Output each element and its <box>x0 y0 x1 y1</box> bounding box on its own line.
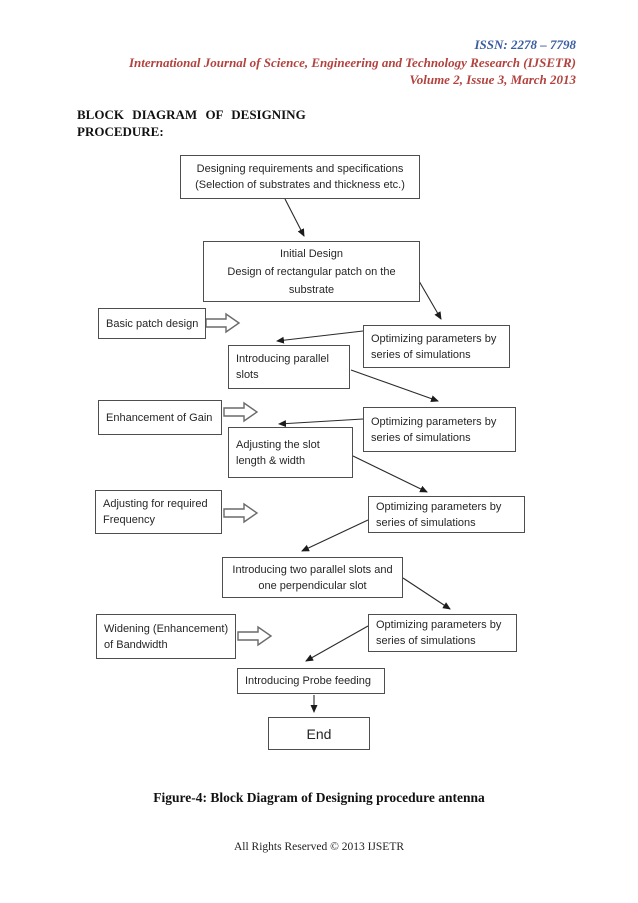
copyright-footer: All Rights Reserved © 2013 IJSETR <box>233 841 405 853</box>
node-text-line: Widening (Enhancement) <box>104 622 229 635</box>
flowchart-node-optimizing3: Optimizing parameters by series of simul… <box>368 496 525 533</box>
node-text-line: End <box>306 725 332 742</box>
section-title: BLOCK DIAGRAM OF DESIGNING PROCEDURE: <box>77 107 306 140</box>
arrow-optimizing2-to-adjusting-slot <box>278 418 364 428</box>
flowchart-node-optimizing1: Optimizing parameters by series of simul… <box>363 325 510 368</box>
flowchart-node-adjusting-frequency: Adjusting for required Frequency <box>95 490 222 534</box>
node-text-line: (Selection of substrates and thickness e… <box>195 179 405 191</box>
node-text-line: Optimizing parameters by <box>371 332 497 345</box>
node-text-line: Introducing parallel <box>236 353 329 365</box>
node-text-line: Optimizing parameters by <box>376 619 502 631</box>
node-text-line: Designing requirements and specification… <box>196 163 404 175</box>
flowchart-node-optimizing4: Optimizing parameters by series of simul… <box>368 614 517 652</box>
flowchart-node-adjusting-slot: Adjusting the slot length & width <box>228 427 353 478</box>
node-text-line: Introducing Probe feeding <box>245 675 371 687</box>
journal-header: ISSN: 2278 – 7798 International Journal … <box>129 36 576 89</box>
arrow-optimizing3-to-two-slots <box>301 519 369 552</box>
block-arrow-icon-enhancement-gain <box>223 401 259 423</box>
node-text-line: Adjusting for required <box>103 498 208 510</box>
node-text-line: Introducing two parallel slots and <box>232 563 393 576</box>
node-text-line: Enhancement of Gain <box>106 411 213 424</box>
volume-issue-line: Volume 2, Issue 3, March 2013 <box>409 72 577 87</box>
figure-caption: Figure-4: Block Diagram of Designing pro… <box>153 790 485 805</box>
flowchart-node-initial-design: Initial Design Design of rectangular pat… <box>203 241 420 302</box>
node-text-line: Adjusting the slot <box>236 438 320 451</box>
arrow-two-slots-to-optimizing4 <box>402 577 451 610</box>
arrow-parallel-slots-to-optimizing2 <box>350 369 439 402</box>
node-text-line: length & width <box>236 454 306 467</box>
node-text-line: series of simulations <box>376 635 476 647</box>
flowchart-node-enhancement-gain: Enhancement of Gain <box>98 400 222 435</box>
node-text-line: Design of rectangular patch on the <box>227 265 396 278</box>
block-arrow-icon-adjusting-frequency <box>223 502 259 524</box>
issn-line: ISSN: 2278 – 7798 <box>474 37 577 52</box>
arrow-requirements-to-initial <box>284 198 305 237</box>
section-title-line2: PROCEDURE: <box>77 123 164 139</box>
arrow-optimizing1-to-parallel-slots <box>276 330 364 344</box>
node-text-line: Initial Design <box>280 247 343 260</box>
node-text-line: series of simulations <box>376 516 476 529</box>
node-text-line: substrate <box>288 283 335 296</box>
node-text-line: series of simulations <box>371 348 471 361</box>
arrow-optimizing4-to-probe <box>305 625 369 662</box>
node-text-line: series of simulations <box>371 431 471 444</box>
flowchart-node-optimizing2: Optimizing parameters by series of simul… <box>363 407 516 452</box>
node-text-line: slots <box>236 369 259 381</box>
block-arrow-icon-widening-bandwidth <box>237 625 273 647</box>
node-text-line: one perpendicular slot <box>258 579 367 592</box>
block-arrow-icon-basic-patch <box>205 312 241 334</box>
node-text-line: Basic patch design <box>106 317 199 330</box>
journal-name: International Journal of Science, Engine… <box>129 54 576 70</box>
arrow-initial-to-optimizing1 <box>418 280 442 320</box>
flowchart-node-two-slots: Introducing two parallel slots and one p… <box>222 557 403 598</box>
arrow-adjusting-slot-to-optimizing3 <box>352 455 428 493</box>
node-text-line: of Bandwidth <box>104 638 168 651</box>
node-text-line: Optimizing parameters by <box>376 500 502 513</box>
section-title-line1: BLOCK DIAGRAM OF DESIGNING <box>77 107 306 122</box>
flowchart-node-parallel-slots: Introducing parallel slots <box>228 345 350 389</box>
flowchart-node-widening-bandwidth: Widening (Enhancement) of Bandwidth <box>96 614 236 659</box>
flowchart-node-basic-patch: Basic patch design <box>98 308 206 339</box>
node-text-line: Frequency <box>103 514 155 526</box>
flowchart-node-requirements: Designing requirements and specification… <box>180 155 420 199</box>
flowchart-node-probe-feeding: Introducing Probe feeding <box>237 668 385 694</box>
flowchart-node-end: End <box>268 717 370 750</box>
node-text-line: Optimizing parameters by <box>371 415 497 428</box>
